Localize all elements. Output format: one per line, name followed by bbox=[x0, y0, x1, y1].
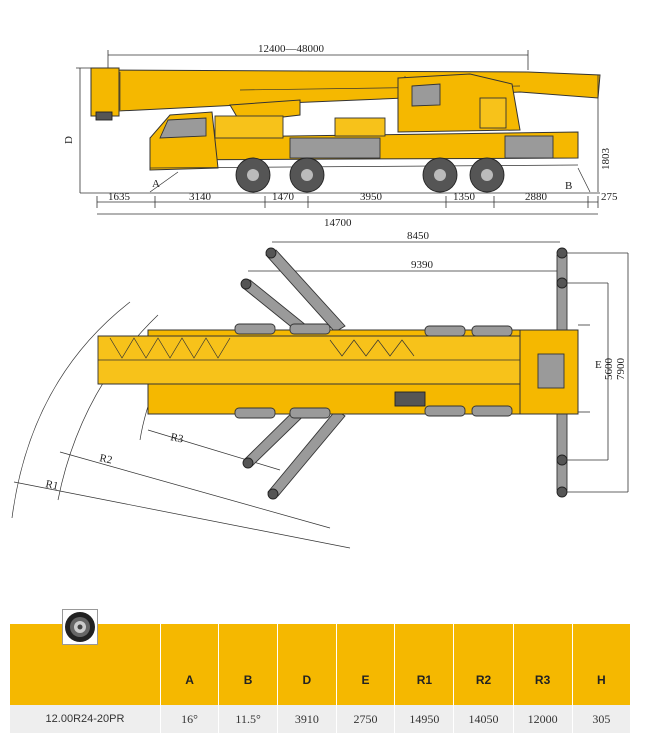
arc-r2 bbox=[57, 314, 159, 501]
angle-b-label: B bbox=[565, 180, 572, 192]
seg-1635: 1635 bbox=[108, 191, 131, 203]
header-r3: R3 bbox=[512, 624, 573, 705]
boom-length-label: 12400—48000 bbox=[258, 43, 325, 55]
seg-3140: 3140 bbox=[189, 191, 212, 203]
top-view: 8450 9390 E 5600 7900 R1 R2 R3 bbox=[11, 230, 629, 549]
cell-h: 305 bbox=[571, 705, 630, 733]
cell-d: 3910 bbox=[276, 705, 337, 733]
side-view: 12400—48000 bbox=[63, 43, 618, 229]
header-h: H bbox=[571, 624, 630, 705]
header-r1: R1 bbox=[394, 624, 454, 705]
boom-head bbox=[90, 67, 120, 117]
table-header-row: A B D E R1 R2 R3 H bbox=[10, 624, 630, 705]
spec-table: A B D E R1 R2 R3 H 12.00R24-20PR 16° 11.… bbox=[10, 624, 630, 733]
dim-9390-label: 9390 bbox=[411, 259, 434, 271]
cell-tire-spec: 12.00R24-20PR bbox=[10, 705, 161, 733]
dim-e-label: E bbox=[595, 359, 602, 371]
seg-275: 275 bbox=[601, 191, 618, 203]
cell-r3: 12000 bbox=[512, 705, 573, 733]
overall-length-label: 14700 bbox=[324, 217, 352, 229]
dim-7900-label: 7900 bbox=[615, 358, 627, 381]
cell-e: 2750 bbox=[335, 705, 395, 733]
boom bbox=[96, 69, 601, 113]
header-r2: R2 bbox=[453, 624, 514, 705]
dim-d-label: D bbox=[63, 136, 75, 144]
r1-label: R1 bbox=[44, 478, 59, 492]
seg-1470: 1470 bbox=[272, 191, 295, 203]
cell-b: 11.5° bbox=[218, 705, 278, 733]
seg-2880: 2880 bbox=[525, 191, 548, 203]
wheels-top bbox=[234, 323, 513, 419]
seg-1350: 1350 bbox=[453, 191, 476, 203]
header-e: E bbox=[335, 624, 395, 705]
table-row: 12.00R24-20PR 16° 11.5° 3910 2750 14950 … bbox=[10, 705, 630, 733]
crane-dimension-diagram: 12400—48000 bbox=[11, 43, 629, 549]
lattice-jib bbox=[109, 337, 231, 359]
header-d: D bbox=[276, 624, 337, 705]
operator-cab-window bbox=[411, 83, 441, 107]
seg-3950: 3950 bbox=[360, 191, 383, 203]
driver-cab-window bbox=[159, 117, 207, 139]
dim-5600-label: 5600 bbox=[603, 358, 615, 381]
header-a: A bbox=[159, 624, 219, 705]
arc-r1 bbox=[11, 301, 131, 519]
tire-icon bbox=[62, 609, 98, 645]
angle-a-label: A bbox=[152, 178, 160, 190]
dim-1803-label: 1803 bbox=[600, 148, 612, 171]
wheels-side bbox=[235, 157, 505, 193]
cell-r2: 14050 bbox=[453, 705, 514, 733]
dim-8450-label: 8450 bbox=[407, 230, 430, 242]
header-b: B bbox=[218, 624, 278, 705]
cell-a: 16° bbox=[159, 705, 219, 733]
r3-label: R3 bbox=[169, 431, 185, 446]
cell-r1: 14950 bbox=[394, 705, 454, 733]
r2-label: R2 bbox=[98, 452, 113, 466]
